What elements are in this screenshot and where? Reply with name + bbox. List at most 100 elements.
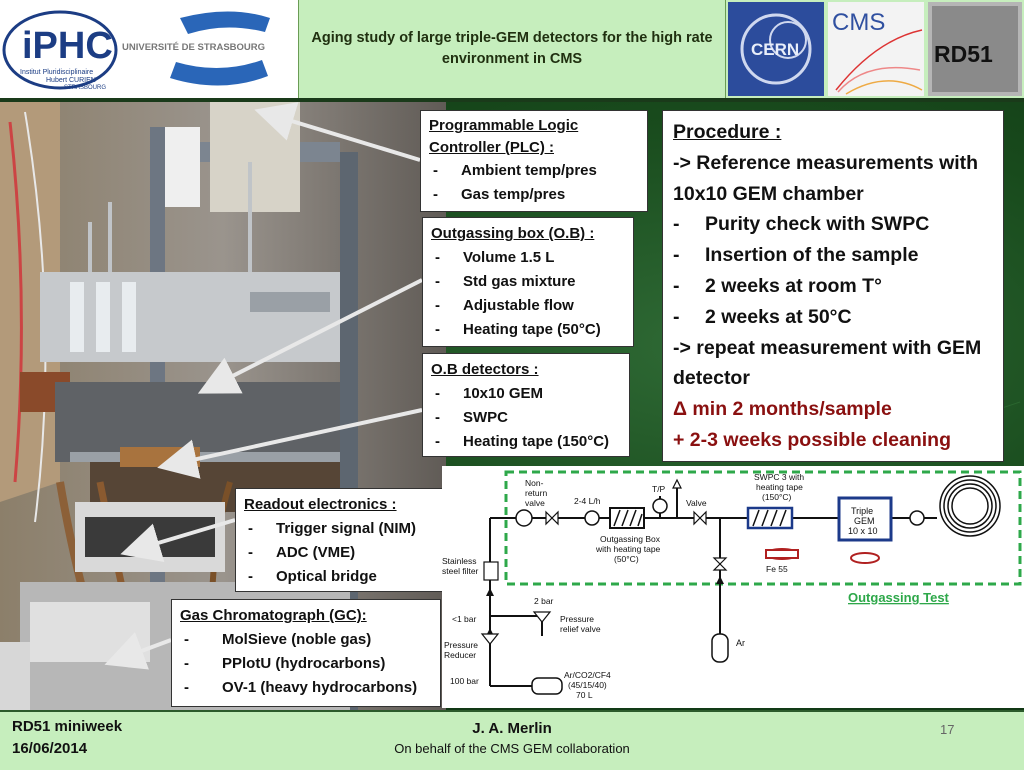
svg-text:(45/15/40): (45/15/40) bbox=[568, 680, 607, 690]
svg-text:steel filter: steel filter bbox=[442, 566, 479, 576]
pressure-reducer-icon bbox=[480, 633, 500, 645]
ob-detectors-item: SWPC bbox=[431, 406, 621, 430]
gas-chromatograph-callout: Gas Chromatograph (GC): MolSieve (noble … bbox=[171, 599, 441, 707]
outgassing-box-callout: Outgassing box (O.B) : Volume 1.5 L Std … bbox=[422, 217, 634, 347]
svg-text:STRASBOURG: STRASBOURG bbox=[64, 85, 106, 91]
gc-heading: Gas Chromatograph (GC): bbox=[180, 607, 367, 624]
procedure-bullet: 2 weeks at room T° bbox=[673, 271, 993, 302]
svg-text:2-4 L/h: 2-4 L/h bbox=[574, 496, 601, 506]
outgassing-test-boundary bbox=[504, 470, 1022, 586]
svg-text:Triple: Triple bbox=[851, 506, 873, 516]
svg-text:Pressure: Pressure bbox=[444, 640, 478, 650]
svg-text:70 L: 70 L bbox=[576, 690, 593, 700]
svg-text:SWPC 3 with: SWPC 3 with bbox=[754, 472, 804, 482]
flowmeter-icon bbox=[909, 510, 925, 526]
svg-text:<1 bar: <1 bar bbox=[452, 614, 477, 624]
logo-strip: CERN CMS RD51 bbox=[726, 0, 1024, 100]
filter-icon bbox=[483, 561, 499, 581]
plc-callout: Programmable Logic Controller (PLC) : Am… bbox=[420, 110, 648, 212]
slide-title: Aging study of large triple-GEM detector… bbox=[311, 30, 713, 67]
outgassing-box-item: Std gas mixture bbox=[431, 270, 625, 294]
svg-text:Reducer: Reducer bbox=[444, 650, 476, 660]
title-box: Aging study of large triple-GEM detector… bbox=[298, 0, 726, 98]
svg-text:(50°C): (50°C) bbox=[614, 554, 639, 564]
arrow-readout bbox=[120, 518, 236, 562]
arrow-gc bbox=[104, 632, 172, 670]
gas-system-diagram: Non- return valve 2-4 L/h Outgassing Box… bbox=[442, 466, 1024, 708]
valve-icon bbox=[693, 510, 707, 526]
exhaust-coil-icon bbox=[939, 475, 1001, 537]
ob-detectors-heading: O.B detectors : bbox=[431, 361, 539, 378]
gc-item: PPlotU (hydrocarbons) bbox=[180, 652, 432, 676]
ob-detectors-item: 10x10 GEM bbox=[431, 382, 621, 406]
svg-text:valve: valve bbox=[525, 498, 545, 508]
footer-event: RD51 miniweek 16/06/2014 bbox=[12, 716, 122, 760]
svg-text:relief valve: relief valve bbox=[560, 624, 601, 634]
svg-text:Fe 55: Fe 55 bbox=[766, 564, 788, 574]
arrow-outgassing-box bbox=[197, 278, 423, 394]
svg-text:Valve: Valve bbox=[686, 498, 707, 508]
outgassing-box-heading: Outgassing box (O.B) : bbox=[431, 225, 595, 242]
footer-bar bbox=[0, 710, 1024, 770]
arrow-ob-detectors bbox=[157, 408, 423, 479]
valve-icon bbox=[545, 510, 559, 526]
readout-heading: Readout electronics : bbox=[244, 496, 397, 513]
university-logo-text: UNIVERSITÉ DE STRASBOURG bbox=[122, 42, 265, 53]
svg-text:100 bar: 100 bar bbox=[450, 676, 479, 686]
svg-text:heating tape: heating tape bbox=[756, 482, 803, 492]
plc-item: Ambient temp/pres bbox=[429, 159, 639, 183]
readout-item: Optical bridge bbox=[244, 565, 434, 589]
tp-sensor-icon bbox=[652, 498, 668, 514]
footer-date: 16/06/2014 bbox=[12, 740, 88, 757]
procedure-bullet: Purity check with SWPC bbox=[673, 209, 993, 240]
procedure-line: -> repeat measurement with GEM detector bbox=[673, 336, 982, 390]
outgassing-box-item: Adjustable flow bbox=[431, 294, 625, 318]
readout-electronics-callout: Readout electronics : Trigger signal (NI… bbox=[235, 488, 443, 592]
valve-icon bbox=[712, 557, 728, 571]
svg-text:with heating tape: with heating tape bbox=[595, 544, 661, 554]
svg-text:Hubert CURIEN: Hubert CURIEN bbox=[46, 77, 96, 84]
triple-gem-icon bbox=[837, 496, 893, 542]
plc-heading: Programmable Logic Controller (PLC) : bbox=[429, 117, 579, 156]
svg-text:2 bar: 2 bar bbox=[534, 596, 554, 606]
iphc-logo-graphic: iPHC Institut Pluridisciplinaire Hubert … bbox=[2, 10, 270, 91]
svg-text:Non-: Non- bbox=[525, 478, 544, 488]
procedure-box: Procedure : -> Reference measurements wi… bbox=[662, 110, 1004, 462]
svg-text:T/P: T/P bbox=[652, 484, 666, 494]
ob-detectors-item: Heating tape (150°C) bbox=[431, 430, 621, 454]
svg-text:GEM: GEM bbox=[854, 516, 875, 526]
procedure-bullet: 2 weeks at 50°C bbox=[673, 302, 993, 333]
readout-item: ADC (VME) bbox=[244, 541, 434, 565]
partner-logos: CERN CMS RD51 bbox=[728, 2, 1022, 96]
svg-text:return: return bbox=[525, 488, 547, 498]
procedure-duration: Δ min 2 months/sample bbox=[673, 398, 892, 421]
outgassing-box-item: Heating tape (50°C) bbox=[431, 318, 625, 342]
footer-author: J. A. Merlin On behalf of the CMS GEM co… bbox=[300, 718, 724, 758]
iphc-logo-text: iPHC bbox=[22, 25, 113, 67]
svg-text:Ar: Ar bbox=[736, 638, 745, 648]
gas-system-schematic: Non- return valve 2-4 L/h Outgassing Box… bbox=[442, 470, 1022, 700]
gc-item: OV-1 (heavy hydrocarbons) bbox=[180, 676, 432, 700]
procedure-heading: Procedure : bbox=[673, 121, 782, 143]
iphc-logo: iPHC Institut Pluridisciplinaire Hubert … bbox=[0, 0, 296, 98]
outgassing-box-item: Volume 1.5 L bbox=[431, 246, 625, 270]
gc-item: MolSieve (noble gas) bbox=[180, 628, 432, 652]
non-return-valve-icon bbox=[515, 509, 533, 527]
rd51-logo-text: RD51 bbox=[934, 41, 993, 67]
cms-logo-text: CMS bbox=[832, 9, 885, 36]
svg-text:Stainless: Stainless bbox=[442, 556, 477, 566]
procedure-line: -> Reference measurements with 10x10 GEM… bbox=[673, 151, 979, 205]
relief-valve-icon bbox=[532, 611, 552, 623]
svg-text:(150°C): (150°C) bbox=[762, 492, 792, 502]
svg-text:Outgassing Box: Outgassing Box bbox=[600, 534, 661, 544]
svg-text:10 x 10: 10 x 10 bbox=[848, 526, 878, 536]
author-name: J. A. Merlin bbox=[472, 720, 552, 737]
source-icon bbox=[850, 552, 880, 564]
svg-text:Institut Pluridisciplinaire: Institut Pluridisciplinaire bbox=[20, 69, 93, 76]
author-affiliation: On behalf of the CMS GEM collaboration bbox=[394, 741, 630, 756]
procedure-cleaning: + 2-3 weeks possible cleaning bbox=[673, 428, 951, 451]
procedure-bullet: Insertion of the sample bbox=[673, 240, 993, 271]
footer-event-name: RD51 miniweek bbox=[12, 718, 123, 735]
plc-item: Gas temp/pres bbox=[429, 183, 639, 207]
argon-bottle-icon bbox=[711, 633, 729, 663]
